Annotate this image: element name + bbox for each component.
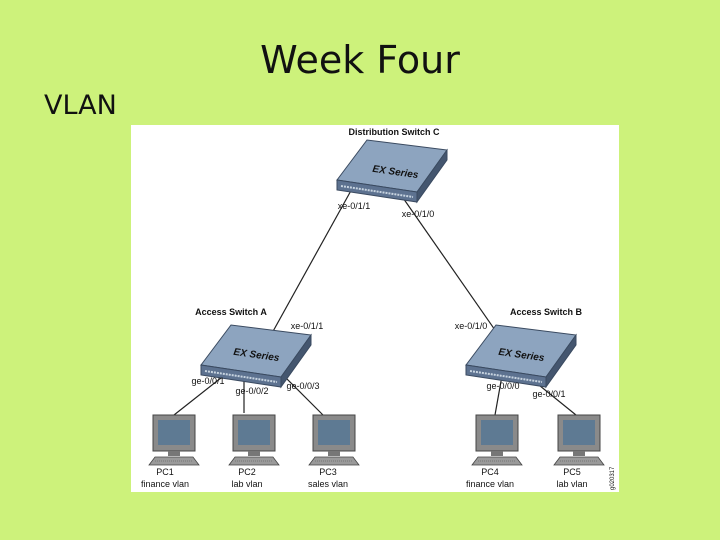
port-label-b-pc5: ge-0/0/1 — [532, 389, 565, 399]
port-label-a-pc3: ge-0/0/3 — [286, 381, 319, 391]
pc5-name: PC5 — [563, 467, 581, 477]
pc2-vlan: lab vlan — [231, 479, 262, 489]
pc1-vlan: finance vlan — [141, 479, 189, 489]
pc2 — [228, 414, 280, 466]
pc4-name: PC4 — [481, 467, 499, 477]
switch-a-name: Access Switch A — [195, 307, 267, 317]
pc1 — [148, 414, 200, 466]
pc3 — [308, 414, 360, 466]
slide-subtitle: VLAN — [44, 90, 117, 121]
port-label-c-b: xe-0/1/0 — [402, 209, 435, 219]
pc5-vlan: lab vlan — [556, 479, 587, 489]
pc5 — [553, 414, 605, 466]
port-label-c-a: xe-0/1/1 — [338, 201, 371, 211]
access-switch-b: EX Series — [465, 324, 577, 388]
port-label-a-uplink: xe-0/1/1 — [291, 321, 324, 331]
network-diagram: EX Series EX Series EX Series Distributi… — [131, 125, 619, 492]
link-c-a — [260, 186, 354, 354]
pc4-vlan: finance vlan — [466, 479, 514, 489]
pc3-vlan: sales vlan — [308, 479, 348, 489]
slide-title: Week Four — [260, 38, 460, 82]
port-label-a-pc2: ge-0/0/2 — [235, 386, 268, 396]
distribution-switch-c: EX Series — [336, 139, 448, 203]
switch-c-name: Distribution Switch C — [349, 127, 440, 137]
pc1-name: PC1 — [156, 467, 174, 477]
pc2-name: PC2 — [238, 467, 256, 477]
port-label-a-pc1: ge-0/0/1 — [191, 376, 224, 386]
figure-id: g020317 — [610, 466, 616, 490]
link-c-b — [400, 194, 512, 354]
pc3-name: PC3 — [319, 467, 337, 477]
switch-b-name: Access Switch B — [510, 307, 583, 317]
port-label-b-uplink: xe-0/1/0 — [455, 321, 488, 331]
link-a-pc3 — [280, 372, 324, 416]
pc4 — [471, 414, 523, 466]
port-label-b-pc4: ge-0/0/0 — [486, 381, 519, 391]
access-switch-a: EX Series — [200, 324, 312, 388]
